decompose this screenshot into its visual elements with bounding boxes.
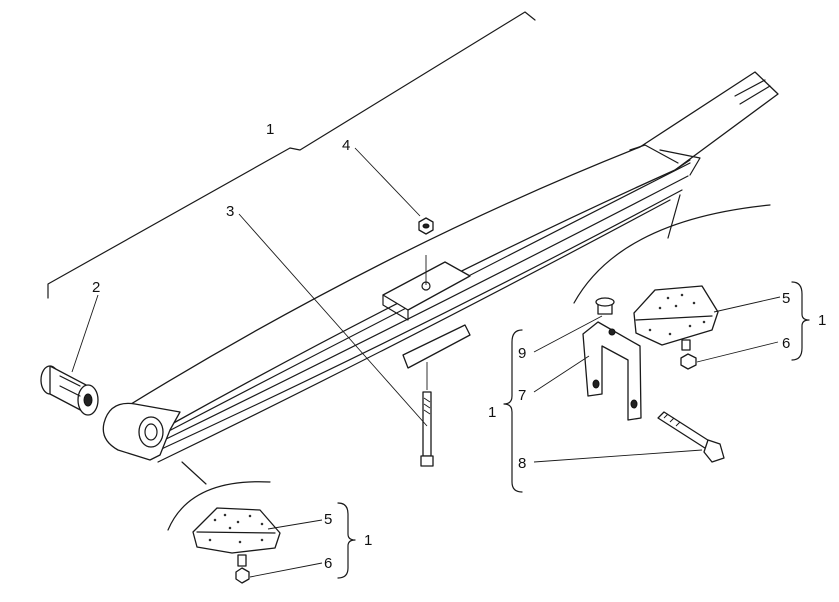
assembly-bracket-top	[47, 11, 536, 299]
callout-4: 4	[342, 137, 350, 154]
bushing	[40, 365, 99, 416]
callout-6-left: 6	[324, 555, 332, 572]
callout-5-right: 5	[782, 290, 790, 307]
leader-lines	[71, 147, 781, 578]
callout-6-right: 6	[782, 335, 790, 352]
callout-1-right-group: 1	[488, 404, 496, 421]
leaf-spring	[102, 71, 779, 463]
callout-1-top: 1	[266, 121, 274, 138]
callout-5-left: 5	[324, 511, 332, 528]
left-pad-group	[167, 461, 281, 584]
bracket-left	[337, 502, 356, 579]
callout-1-left: 1	[364, 532, 372, 549]
callout-9: 9	[518, 345, 526, 362]
callout-7: 7	[518, 387, 526, 404]
callouts: 1 2 3 4 5 6 1 1 9 7 8 5 6 1	[92, 121, 826, 572]
callout-3: 3	[226, 203, 234, 220]
right-detail-group	[503, 194, 810, 493]
callout-2: 2	[92, 279, 100, 296]
bolt-long	[420, 362, 434, 467]
callout-1-right: 1	[818, 312, 826, 329]
nut-top	[418, 217, 434, 285]
callout-8: 8	[518, 455, 526, 472]
